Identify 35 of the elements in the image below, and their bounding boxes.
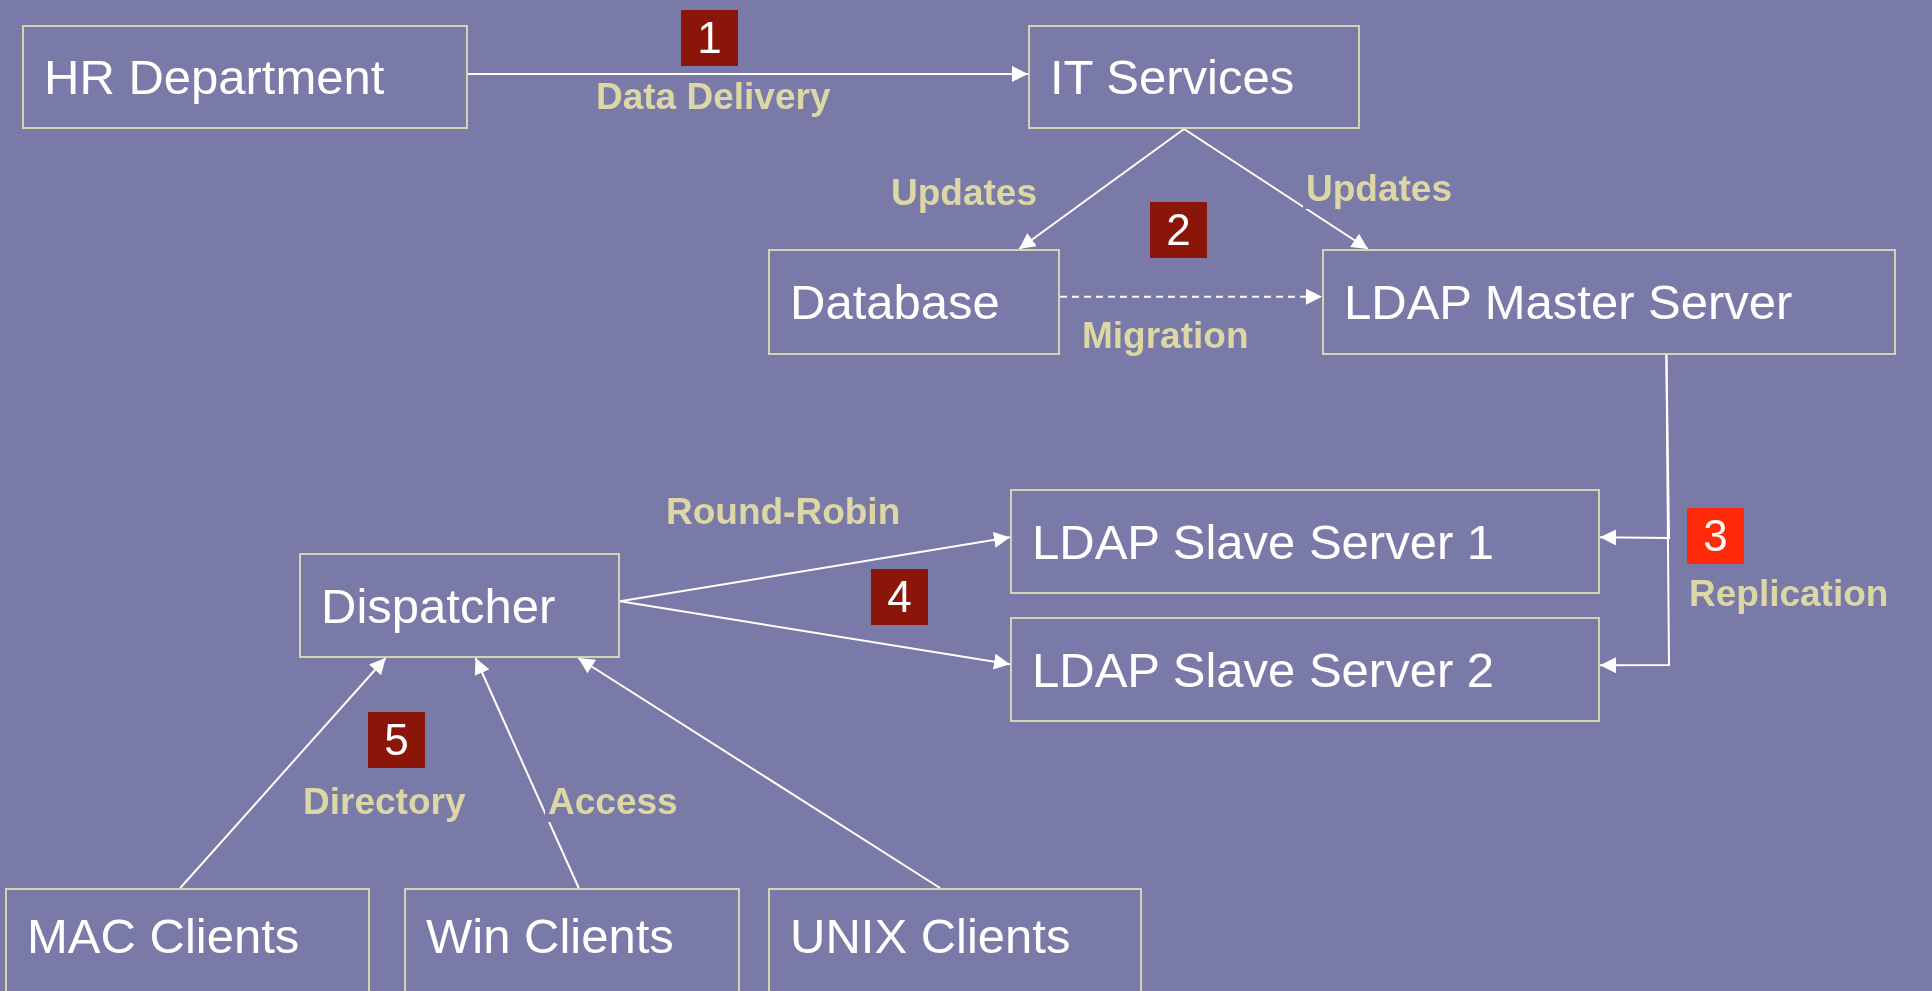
step-number-badge: 3 [1687,508,1744,564]
box-label: Database [790,274,1000,330]
step-number-badge: 4 [871,569,928,625]
process-box [768,888,1142,991]
arrow [467,65,1029,82]
process-box [404,888,740,991]
box-label: LDAP Master Server [1344,274,1793,330]
box-label: HR Department [44,49,385,105]
box-label: LDAP Slave Server 2 [1032,641,1495,698]
process-box [1322,249,1896,355]
box-label: IT Services [1050,49,1295,105]
step-number-badge: 2 [1150,202,1207,258]
box-label: Win Clients [426,908,674,964]
process-box [22,25,468,129]
process-box [5,888,370,991]
arrow [179,657,387,889]
arrow [1018,128,1186,250]
process-box [768,249,1060,355]
process-box [299,553,620,658]
process-box [1028,25,1360,129]
arrow [619,600,1011,670]
arrow [619,532,1011,603]
step-number-badge: 1 [681,10,738,66]
box-label: LDAP Slave Server 1 [1032,513,1495,570]
box-label: Dispatcher [321,577,556,634]
arrow [577,657,942,889]
arrow [1183,128,1369,250]
dashed-arrow [1059,288,1323,305]
box-label: UNIX Clients [790,908,1071,964]
process-box [1010,489,1600,594]
box-label: MAC Clients [27,908,300,964]
process-box [1010,617,1600,722]
arrow [1599,354,1670,674]
step-number-badge: 5 [368,712,425,768]
arrow [474,657,580,889]
